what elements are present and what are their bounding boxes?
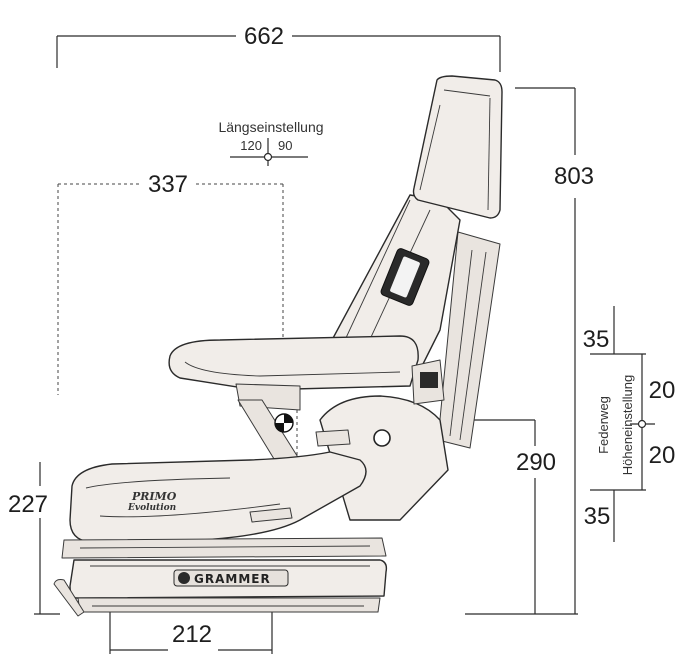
crosshair-icon xyxy=(637,419,647,429)
seat-depth-label: 337 xyxy=(148,171,188,198)
height-adjustment-label: Höheneinstellung xyxy=(620,375,635,475)
base-height-label: 227 xyxy=(8,491,48,518)
base-width-label: 212 xyxy=(172,621,212,648)
longitudinal-forward-value: 120 xyxy=(240,138,262,153)
dimension-total-width: 662 xyxy=(56,23,501,72)
crosshair-icon xyxy=(263,152,273,162)
total-width-label: 662 xyxy=(244,23,284,50)
top-travel-label: 35 xyxy=(583,326,610,353)
height-up-label: 20 xyxy=(649,377,676,404)
dimension-base-width: 212 xyxy=(109,605,273,654)
height-down-label: 20 xyxy=(649,442,676,469)
model-name: PRIMO xyxy=(131,490,177,503)
dimension-base-height: 227 xyxy=(8,462,60,615)
total-height-label: 803 xyxy=(554,163,594,190)
adjustment-knob-icon xyxy=(373,429,391,447)
seat-illustration: PRIMO Evolution GRAMMER xyxy=(53,75,503,617)
longitudinal-title: Längseinstellung xyxy=(218,119,323,135)
bottom-travel-label: 35 xyxy=(584,503,611,530)
longitudinal-back-value: 90 xyxy=(278,138,292,153)
manufacturer-logo-icon xyxy=(178,572,190,584)
pivot-height-label: 290 xyxy=(516,449,556,476)
dimension-pivot-height: 290 xyxy=(466,419,556,614)
longitudinal-adjustment: Längseinstellung 120 90 xyxy=(218,119,324,166)
suspension-dimensions: 35 35 20 20 Federweg Höheneinstellung xyxy=(583,306,676,542)
suspension-travel-label: Federweg xyxy=(596,396,611,454)
center-of-gravity-icon xyxy=(274,413,294,433)
dimension-total-height: 803 xyxy=(465,87,594,615)
model-subname: Evolution xyxy=(127,503,176,513)
manufacturer-name: GRAMMER xyxy=(194,572,271,586)
